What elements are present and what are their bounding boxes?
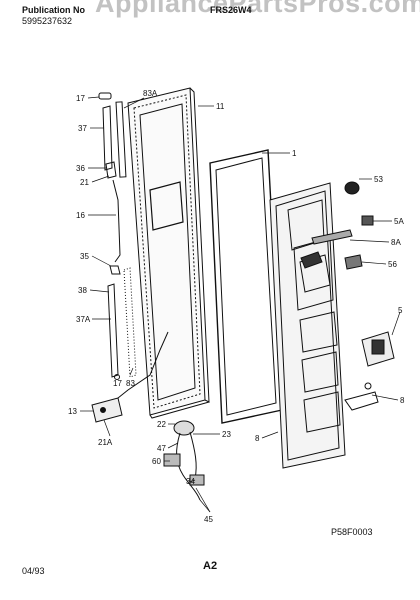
callout-23: 23 [222,430,231,439]
callout-16: 16 [76,211,85,220]
callout-21: 21 [80,178,89,187]
callout-35: 35 [80,252,89,261]
callout-37a: 37A [76,315,91,324]
left-trim-strips [98,92,137,380]
model-number: FRS26W4 [210,5,252,15]
callout-5: 5 [398,306,403,315]
callout-83: 83 [126,379,135,388]
callout-1: 1 [292,149,297,158]
callout-22: 22 [157,420,166,429]
callout-8a: 8A [391,238,401,247]
callout-17-top: 17 [76,94,85,103]
callout-leaders [80,96,401,513]
callout-21a: 21A [98,438,113,447]
callout-38: 38 [78,286,87,295]
callout-11: 11 [216,102,225,111]
inner-door-liner [269,182,346,469]
dispenser-small-parts [311,181,395,411]
callout-13: 13 [68,407,77,416]
publication-number: 5995237632 [22,16,73,26]
callout-labels: 17 37 36 21 16 35 38 37A 17 83 83A 11 1 … [68,89,405,524]
callout-37: 37 [78,124,87,133]
callout-47: 47 [157,444,166,453]
diagram-code: P58F0003 [331,527,373,537]
callout-60: 60 [152,457,161,466]
callout-53: 53 [374,175,383,184]
callout-36: 36 [76,164,85,173]
wiring-harness [163,420,205,501]
callout-8-left: 8 [255,434,260,443]
callout-17-bottom: 17 [113,379,122,388]
page-number: A2 [203,560,218,572]
callout-34: 34 [186,477,195,486]
callout-83a: 83A [143,89,158,98]
publication-date: 04/93 [22,566,45,576]
callout-56: 56 [388,260,397,269]
publication-label: Publication No [22,5,85,15]
door-hinge [91,331,169,423]
callout-8-lower: 8 [400,396,405,405]
outer-door-panel [127,87,210,419]
callout-45: 45 [204,515,213,524]
callout-5a-upper: 5A [394,217,404,226]
door-gasket-frame [209,149,283,424]
